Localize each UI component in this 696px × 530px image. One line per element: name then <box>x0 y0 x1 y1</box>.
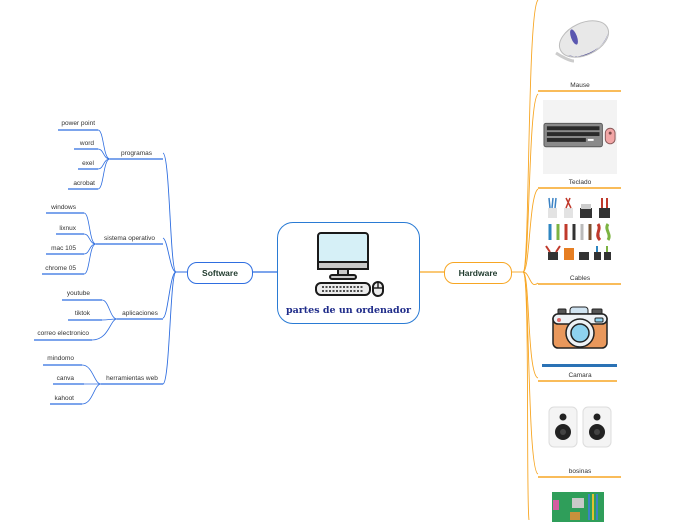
hardware-item-motherboard[interactable] <box>538 490 622 530</box>
group-programas[interactable]: programas <box>120 150 153 157</box>
hardware-item-label: Teclado <box>568 179 592 186</box>
leaf-underlines <box>34 129 102 405</box>
leaf-branches <box>81 129 118 405</box>
hardware-branches <box>510 0 539 520</box>
group-aplicaciones[interactable]: aplicaciones <box>122 310 158 317</box>
group-sistema-operativo[interactable]: sistema operativo <box>104 235 155 242</box>
leaf-kahoot[interactable]: kahoot <box>54 395 74 402</box>
leaf-acrobat[interactable]: acrobat <box>73 180 95 187</box>
camara-bar <box>542 364 617 367</box>
group-underlines <box>96 158 163 385</box>
leaf-correo-electronico[interactable]: correo electronico <box>37 330 89 337</box>
hardware-underlines <box>538 90 621 478</box>
leaf-lixnux[interactable]: lixnux <box>59 225 76 232</box>
desktop-computer-icon <box>315 232 384 297</box>
motherboard-wrap <box>552 492 604 527</box>
topic-software[interactable]: Software <box>187 262 253 284</box>
hardware-item-label: Mause <box>570 82 590 89</box>
leaf-canva[interactable]: canva <box>56 375 74 382</box>
leaf-youtube[interactable]: youtube <box>66 290 90 297</box>
mouse-icon <box>555 19 610 62</box>
cables-icon <box>545 197 611 260</box>
hardware-item-label: Camara <box>568 372 592 379</box>
central-topic[interactable]: partes de un ordenador <box>277 222 420 324</box>
leaf-chrome-05[interactable]: chrome 05 <box>45 265 76 272</box>
leaf-word[interactable]: word <box>79 140 94 147</box>
hardware-item-mouse[interactable]: Mause <box>538 0 622 91</box>
leaf-mac-105[interactable]: mac 105 <box>51 245 76 252</box>
leaf-mindomo[interactable]: mindomo <box>47 355 74 362</box>
hardware-item-teclado[interactable]: Teclado <box>538 100 622 188</box>
hardware-item-cables[interactable]: Cables <box>538 190 622 284</box>
hardware-item-camara[interactable]: Camara <box>538 292 622 381</box>
leaf-exel[interactable]: exel <box>82 160 94 167</box>
speakers-icon <box>548 406 612 447</box>
hardware-item-label: Cables <box>569 275 591 282</box>
software-branches <box>162 152 187 385</box>
leaf-tiktok[interactable]: tiktok <box>74 310 90 317</box>
leaf-power-point[interactable]: power point <box>61 120 95 127</box>
keyboard-icon <box>543 122 616 148</box>
camera-icon <box>552 306 608 349</box>
leaf-windows[interactable]: windows <box>51 204 76 211</box>
topic-hardware[interactable]: Hardware <box>444 262 512 284</box>
hardware-item-bosinas[interactable]: bosinas <box>538 390 622 477</box>
central-topic-title: partes de un ordenador <box>285 305 412 316</box>
group-herramientas-web[interactable]: herramientas web <box>106 375 158 382</box>
hardware-item-label: bosinas <box>568 468 592 475</box>
motherboard-icon <box>552 492 604 522</box>
